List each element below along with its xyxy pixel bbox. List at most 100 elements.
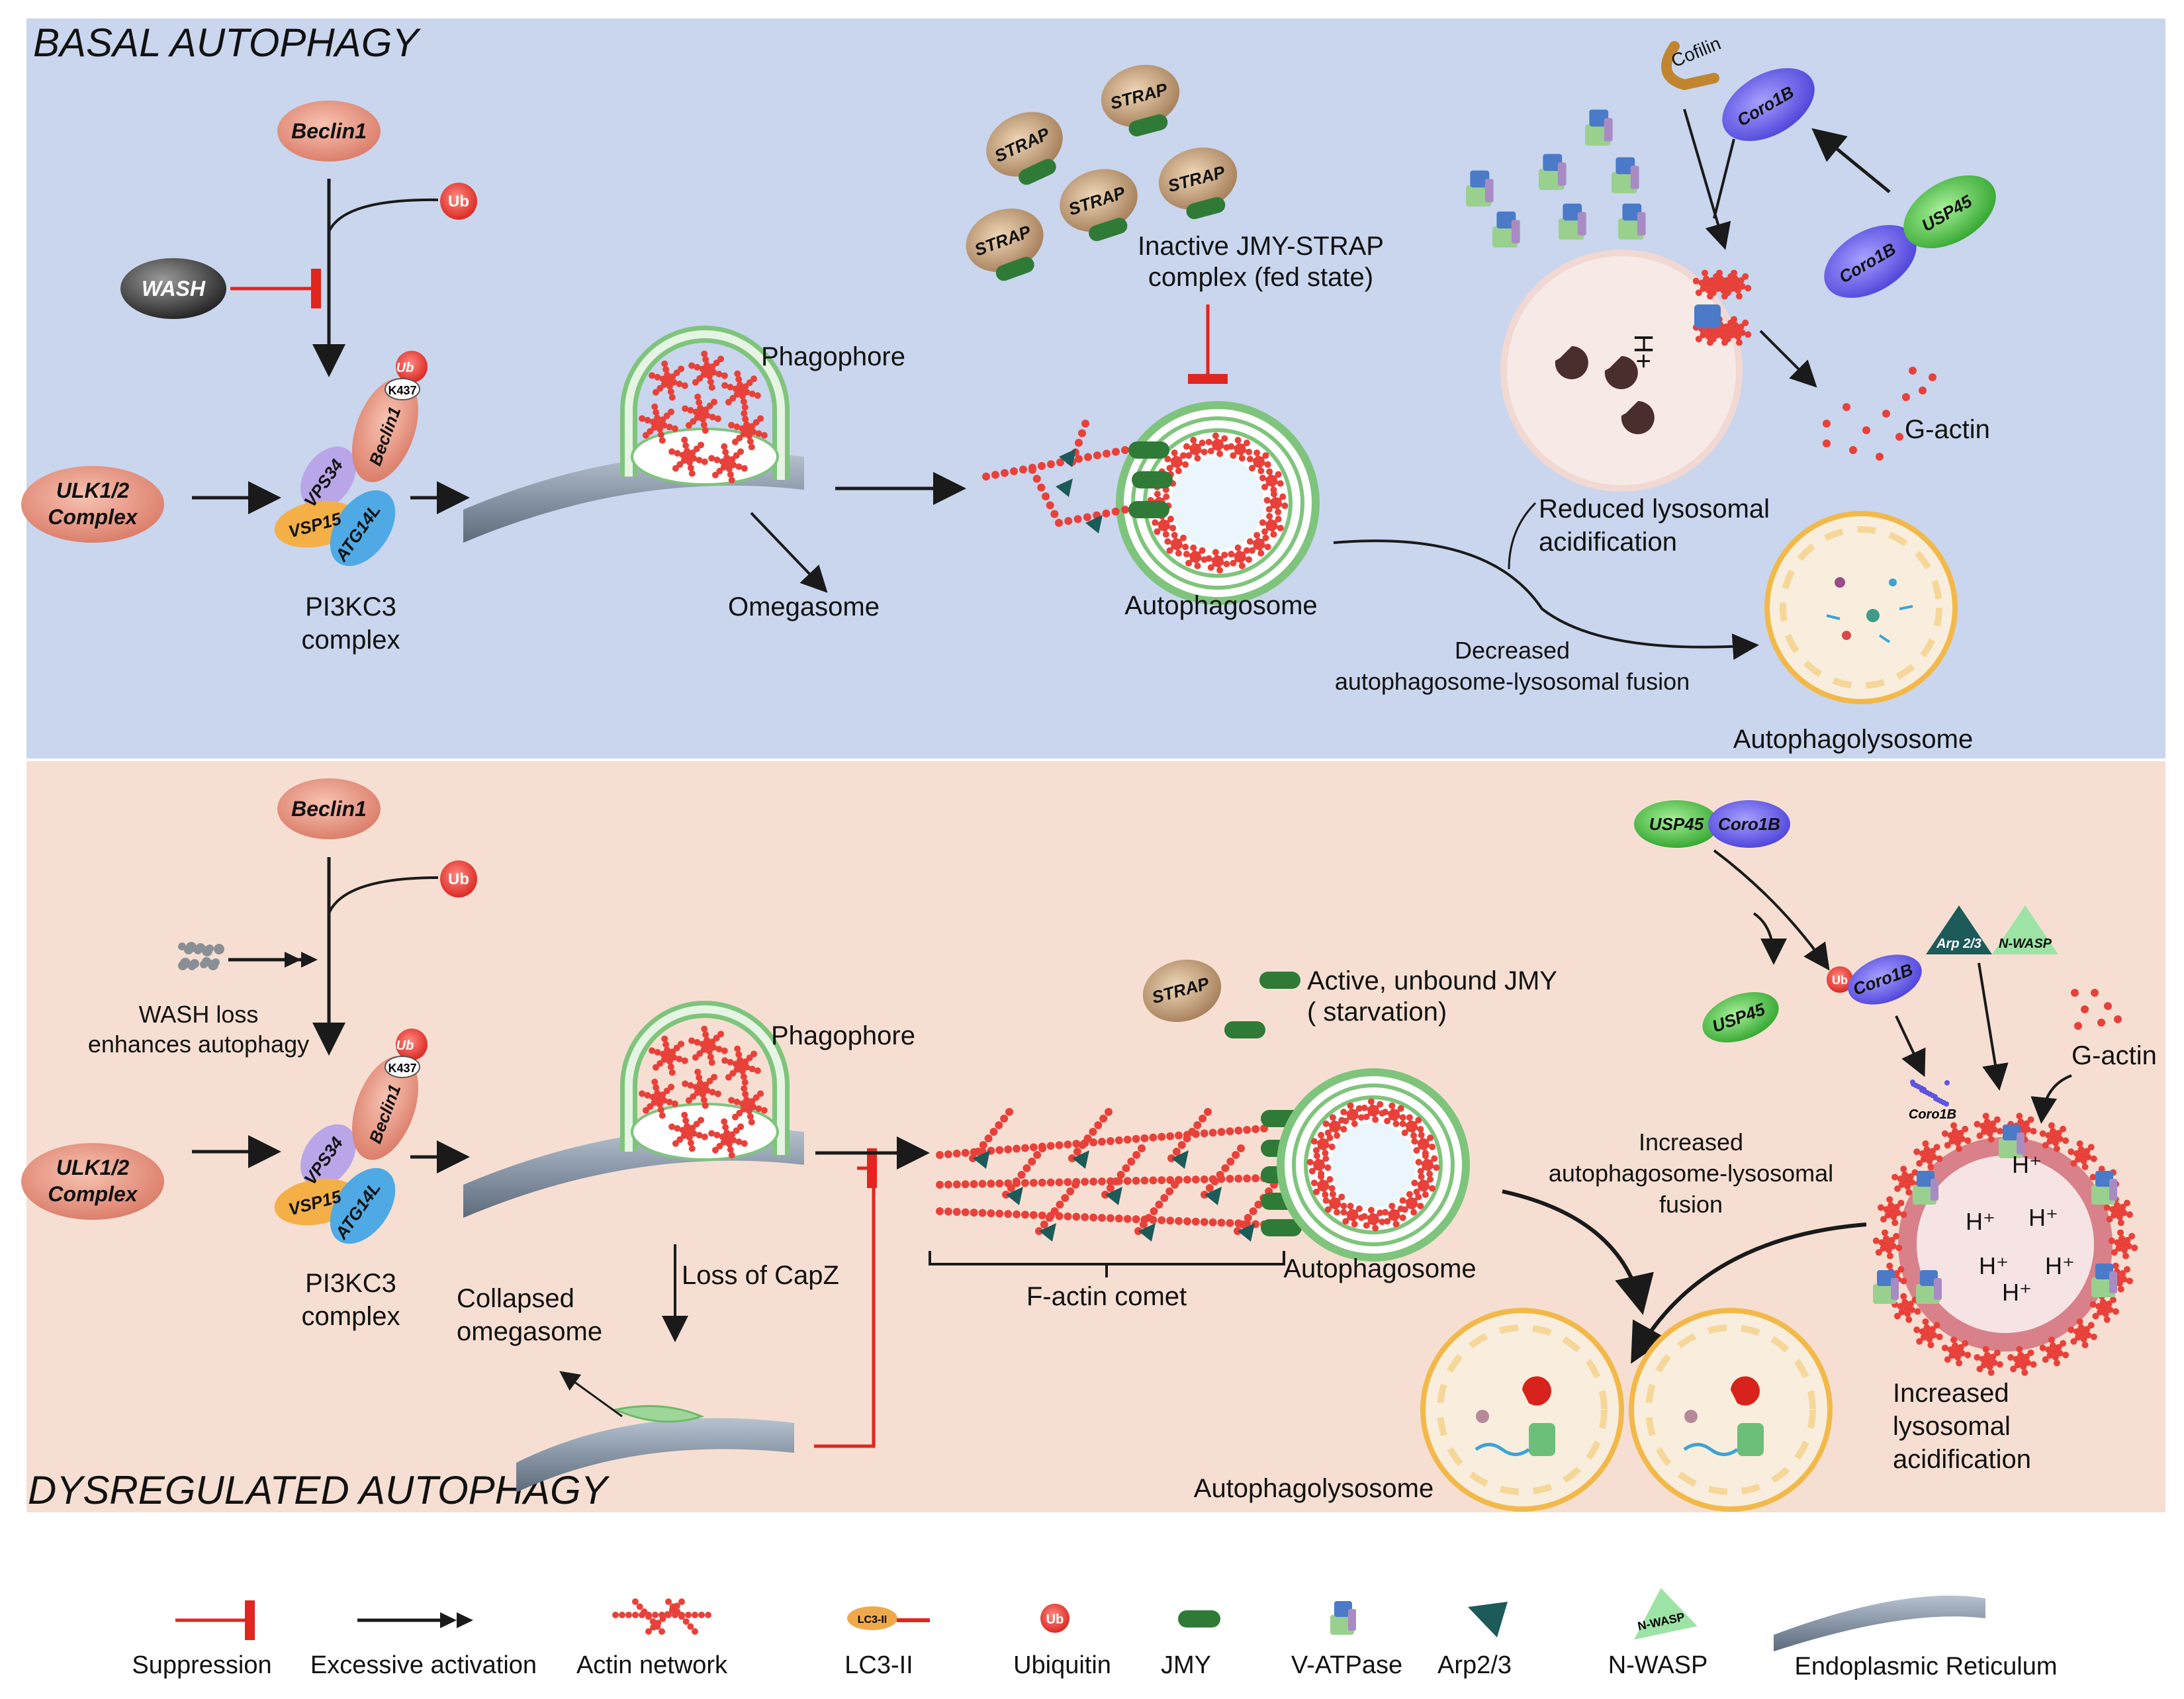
actin-bead (741, 1079, 749, 1086)
legend-nwasp: N-WASP (1608, 1651, 1708, 1679)
actin-bead (740, 398, 747, 405)
actin-bead (2077, 1146, 2085, 1153)
actin-bead (1139, 1220, 1148, 1228)
actin-bead (1406, 1114, 1413, 1121)
actin-bead (1926, 1158, 1933, 1165)
actin-bead (2087, 1144, 2095, 1151)
actin-bead (2109, 1297, 2116, 1304)
actin-bead (1056, 458, 1064, 467)
actin-bead (995, 1179, 1004, 1188)
actin-bead (1923, 1324, 1931, 1331)
actin-bead (1050, 510, 1059, 518)
actin-bead (644, 416, 651, 424)
actin-bead (1317, 1184, 1324, 1191)
actin-bead (1739, 329, 1746, 336)
actin-bead (660, 422, 668, 429)
actin-bead (740, 430, 747, 437)
actin-bead (1075, 455, 1083, 463)
actin-bead (1322, 1150, 1329, 1157)
coro1b-bottom (1708, 800, 1790, 848)
wash-fragment (208, 960, 218, 970)
actin-bead (1012, 1177, 1021, 1185)
actin-bead (1261, 528, 1269, 535)
wash-fragment (178, 942, 186, 950)
increased-fusion-label-2: autophagosome-lysosomal (1549, 1160, 1833, 1187)
actin-bead (1140, 1134, 1149, 1142)
actin-bead (668, 1606, 676, 1614)
g-actin-monomer (1876, 453, 1884, 461)
f-actin-comet (936, 1108, 1302, 1242)
actin-bead (698, 410, 705, 417)
actin-bead (1925, 1330, 1932, 1337)
actin-bead (1098, 1138, 1106, 1146)
actin-bead (725, 1140, 733, 1148)
actin-bead (696, 1074, 703, 1081)
g-actin-monomer (1843, 403, 1850, 411)
actin-bead (678, 1598, 685, 1605)
actin-bead (1692, 277, 1700, 285)
actin-bead (652, 389, 659, 396)
actin-bead (1898, 1309, 1905, 1316)
actin-bead (689, 1125, 696, 1132)
actin-bead (1021, 1211, 1029, 1219)
actin-bead (1226, 1218, 1234, 1227)
actin-bead (1742, 273, 1749, 280)
actin-bead (2115, 1245, 2122, 1252)
g-actin-monomer (1882, 410, 1890, 418)
actin-bead (709, 1038, 716, 1046)
actin-bead (974, 1148, 982, 1156)
lysosome-top (1500, 250, 1743, 492)
actin-bead (1175, 549, 1182, 557)
actin-bead (1384, 1117, 1391, 1125)
autophagolysosome (1420, 1308, 1624, 1512)
actin-bead (1397, 1105, 1404, 1112)
actin-bead (1313, 1152, 1320, 1160)
actin-bead (1733, 328, 1740, 334)
actin-bead (1890, 1213, 1897, 1220)
actin-bead (1257, 549, 1265, 557)
actin-bead (700, 1096, 707, 1103)
actin-bead (1983, 1119, 1991, 1126)
actin-bead (1275, 508, 1282, 516)
actin-bead (2112, 1308, 2119, 1315)
actin-bead (1132, 1151, 1141, 1159)
increased-fusion-label-1: Increased (1639, 1128, 1743, 1156)
actin-bead (961, 1180, 970, 1189)
actin-bead (1347, 1213, 1354, 1220)
actin-bead (714, 1090, 721, 1097)
actin-bead (689, 449, 696, 457)
actin-bead (1081, 1213, 1089, 1221)
actin-bead (1735, 339, 1743, 346)
actin-bead (1351, 1209, 1359, 1217)
omegasome-label: Omegasome (728, 592, 880, 621)
actin-bead (1410, 1197, 1418, 1205)
wash-fragment (214, 944, 224, 954)
actin-bead (1083, 513, 1091, 522)
actin-bead (700, 371, 707, 378)
increased-acid-label-2: lysosomal (1893, 1412, 2011, 1441)
reduced-connector (1508, 502, 1537, 570)
actin-bead (644, 1091, 651, 1099)
actin-bead (1221, 435, 1228, 442)
actin-bead (708, 384, 715, 391)
actin-bead (654, 1089, 661, 1097)
split-arrow-coro (1713, 849, 1830, 971)
actin-bead (1900, 1166, 1907, 1173)
actin-bead (738, 1062, 745, 1069)
actin-bead (1986, 1363, 1993, 1370)
actin-bead (1175, 456, 1183, 463)
actin-bead (1342, 1117, 1349, 1125)
actin-bead (1277, 480, 1284, 487)
actin-bead (1265, 479, 1273, 486)
pi3kc3-complex (274, 351, 428, 567)
actin-bead (1189, 555, 1197, 563)
actin-bead (1944, 1142, 1951, 1149)
actin-bead (727, 1058, 734, 1066)
actin-bead (649, 418, 657, 426)
actin-bead (2105, 1301, 2113, 1308)
actin-bead (721, 443, 728, 450)
arp23-mark (1238, 1223, 1255, 1242)
v-atpase-stalk (1484, 179, 1494, 203)
actin-bead (1901, 1171, 1909, 1178)
actin-bead (729, 394, 737, 402)
